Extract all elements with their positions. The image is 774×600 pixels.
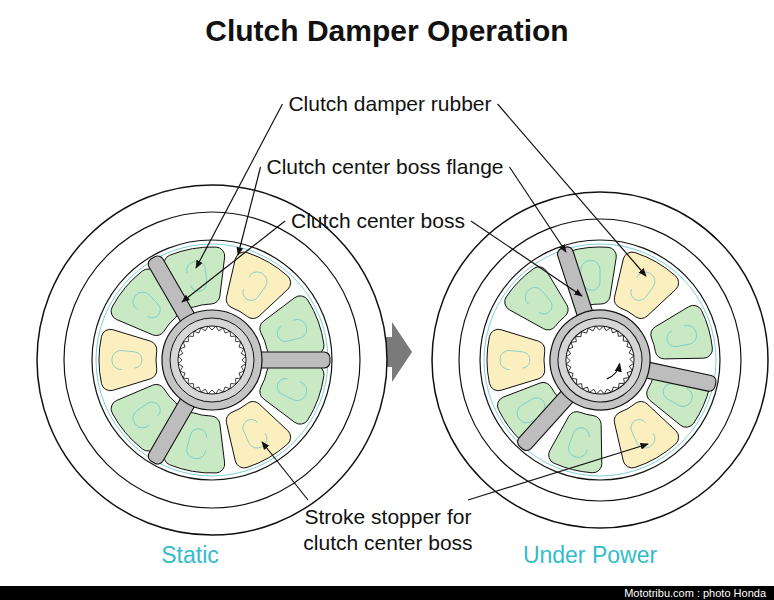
clutch-outer — [432, 192, 768, 528]
stroke-stopper — [99, 329, 157, 390]
leader-line — [468, 444, 648, 500]
rubber-contour — [525, 287, 552, 313]
housing-inner-line — [484, 244, 716, 476]
spline-bore — [560, 320, 641, 401]
rubber-contour — [277, 319, 306, 341]
rubber-contour — [133, 402, 160, 428]
clutch-housing — [459, 219, 741, 501]
damper-rubber — [505, 267, 568, 330]
rubber-contour — [243, 272, 267, 301]
damper-rubber — [651, 305, 713, 359]
diagram-title: Clutch Damper Operation — [0, 14, 774, 48]
rubber-contour — [133, 292, 160, 318]
watermark: Mototribu.com : photo Honda — [624, 586, 766, 600]
rubber-contour — [277, 379, 306, 401]
stroke-stopper — [487, 329, 545, 390]
stroke-stopper — [614, 401, 678, 467]
rotation-arrow — [607, 364, 620, 379]
part-label: Clutch center boss — [291, 209, 465, 233]
part-label: Stroke stopper for clutch center boss — [278, 504, 498, 556]
damper-housing — [92, 240, 332, 480]
rubber-contour — [631, 272, 655, 301]
rubber-contour — [667, 325, 697, 346]
leader-line — [262, 442, 308, 500]
leader-line — [182, 221, 285, 302]
part-label: Clutch damper rubber — [288, 92, 491, 116]
rubber-contour — [568, 428, 589, 458]
damper-unit — [432, 192, 768, 528]
leader-line — [471, 221, 582, 296]
rubber-contour — [631, 420, 655, 449]
rubber-contour — [112, 350, 142, 369]
damper-housing — [480, 240, 720, 480]
state-label: Under Power — [523, 542, 657, 569]
damper-rubber — [260, 296, 324, 357]
spline-bore — [178, 326, 246, 394]
leader-line — [196, 104, 282, 268]
rubber-contour — [187, 429, 207, 459]
boss-ring — [550, 310, 650, 410]
part-label: Clutch center boss flange — [267, 155, 504, 179]
boss-ring — [170, 318, 254, 402]
footer-bar — [0, 586, 774, 600]
boss-hub — [162, 310, 262, 410]
clutch-housing — [64, 212, 360, 508]
state-label: Static — [161, 542, 219, 569]
rubber-contour — [500, 350, 530, 369]
leader-line — [498, 104, 646, 276]
spline-teeth — [178, 326, 246, 394]
stroke-stopper — [614, 252, 678, 318]
leader-line — [238, 167, 261, 255]
center-boss — [146, 254, 330, 466]
boss-hub — [541, 301, 660, 420]
spline-teeth — [560, 320, 640, 400]
stroke-stopper — [226, 401, 290, 467]
leader-line — [509, 167, 566, 252]
